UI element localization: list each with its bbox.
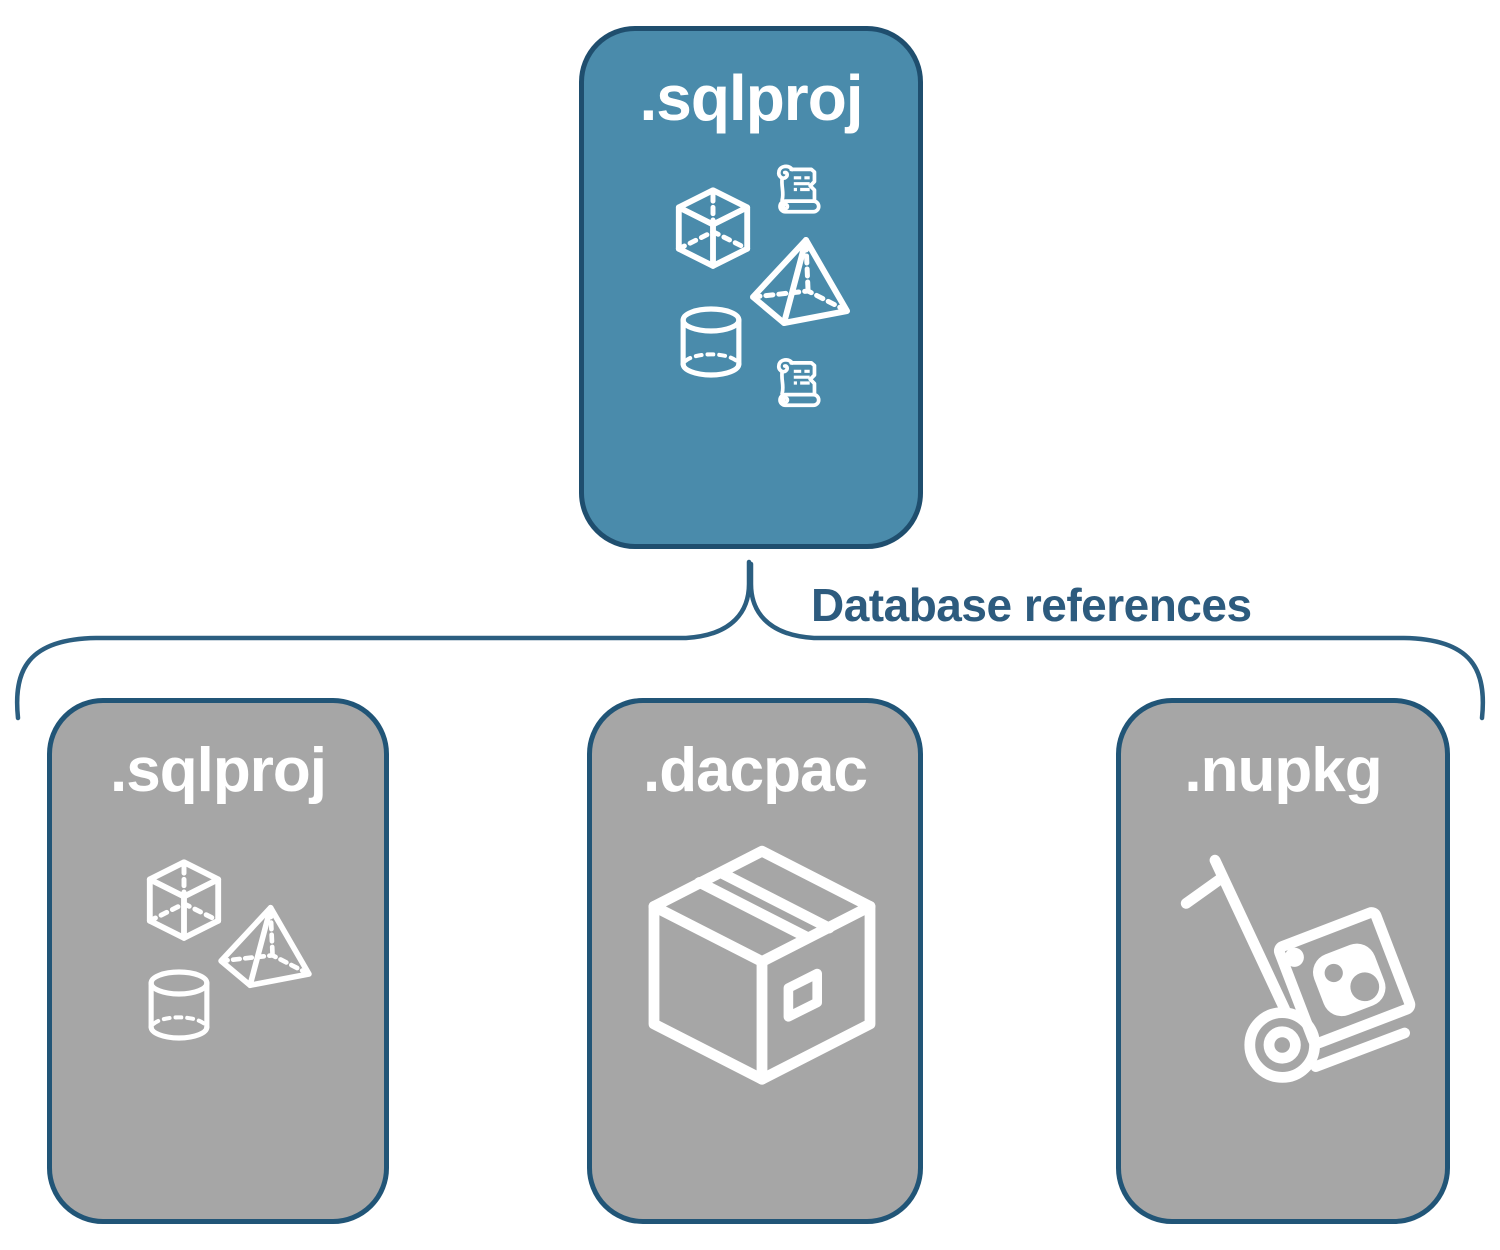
node-child-nupkg: .nupkg [1116,698,1450,1224]
node-child-dacpac: .dacpac [587,698,923,1224]
cube-icon [146,859,222,941]
cylinder-icon [680,306,742,378]
cylinder-icon [148,969,210,1041]
cube-icon [675,187,751,269]
brace-connector [14,559,1486,721]
hand-truck-nuget-package-icon [1180,854,1416,1083]
package-box-icon [648,845,876,1085]
child-node-label: .dacpac [643,736,868,805]
node-child-sqlproj: .sqlproj [47,698,389,1224]
child-node-label: .sqlproj [110,736,327,805]
script-scroll-icon [776,358,821,408]
root-node-label: .sqlproj [639,62,863,134]
child-node-label: .nupkg [1184,736,1382,805]
pyramid-icon [750,237,850,326]
pyramid-icon [218,904,312,989]
script-scroll-icon [776,164,821,214]
node-root-sqlproj: .sqlproj [579,26,923,549]
connector-label: Database references [811,579,1252,631]
